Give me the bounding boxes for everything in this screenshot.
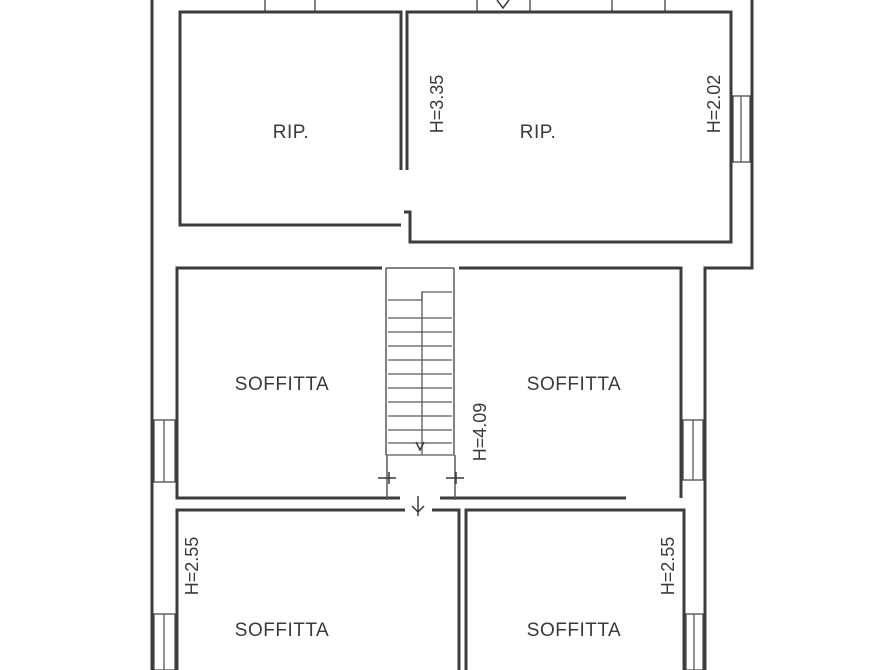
room-soffitta-upper-left-walls: [175, 266, 388, 500]
room-rip-left-walls: [178, 10, 403, 227]
window-right-upper: [732, 95, 751, 163]
room-label-rip-left: RIP.: [273, 122, 310, 143]
room-label-soffitta-lower-right: SOFFITTA: [527, 620, 621, 641]
room-rip-right-walls: [404, 10, 733, 244]
window-right-middle: [682, 419, 704, 481]
height-label-rip-left: H=3.35: [427, 75, 447, 134]
window-left-bottom: [153, 613, 176, 670]
window-left-middle: [153, 419, 176, 483]
landing: [378, 455, 626, 516]
outer-walls: [150, 0, 754, 670]
window-right-bottom: [685, 613, 704, 670]
top-fragments: [264, 0, 666, 12]
height-label-soffitta-lower-right: H=2.55: [658, 537, 678, 596]
room-label-soffitta-lower-left: SOFFITTA: [235, 620, 329, 641]
room-soffitta-upper-right-walls: [459, 266, 683, 498]
height-label-rip-right: H=2.02: [704, 75, 724, 134]
arrow-icon: [496, 0, 510, 10]
room-label-soffitta-upper-left: SOFFITTA: [235, 374, 329, 395]
room-label-soffitta-upper-right: SOFFITTA: [527, 374, 621, 395]
height-label-soffitta-lower-left: H=2.55: [182, 537, 202, 596]
staircase: [385, 267, 455, 456]
room-label-rip-right: RIP.: [520, 122, 557, 143]
height-label-stair: H=4.09: [470, 403, 490, 462]
room-soffitta-lower-left-walls: [175, 508, 405, 670]
room-soffitta-lower-right-walls: [464, 508, 686, 670]
